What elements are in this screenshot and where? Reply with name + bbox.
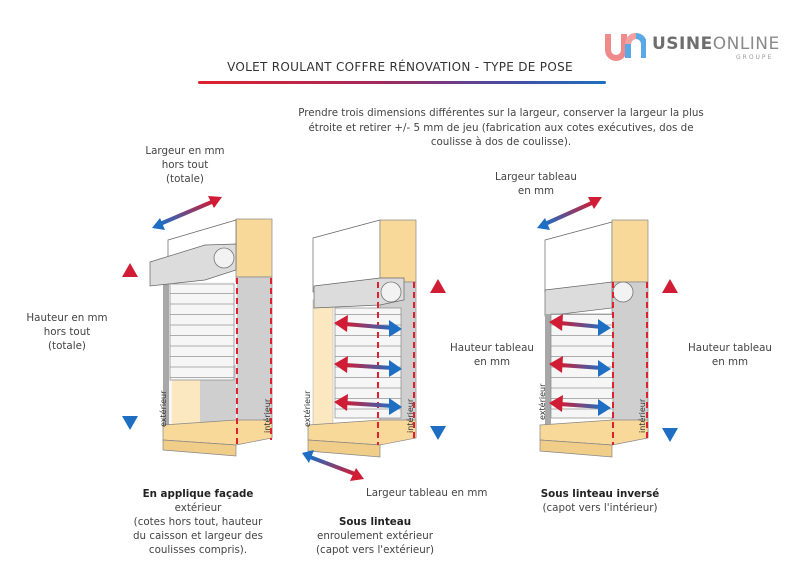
- sill-front: [162, 439, 237, 457]
- inner-width-arrows: [549, 314, 611, 416]
- caption-applique: En applique façade extérieur (cotes hors…: [118, 487, 278, 557]
- height-label-sous-linteau-inverse: Hauteur tableau en mm: [680, 341, 780, 369]
- diagram-sous-linteau-inverse: [537, 197, 678, 458]
- width-label-applique: Largeur en mm hors tout (totale): [130, 144, 240, 186]
- caption-sous-linteau: Sous linteau enroulement extérieur (capo…: [300, 515, 450, 557]
- label-line: en mm: [711, 356, 749, 368]
- diagram-sous-linteau: [302, 219, 446, 481]
- height-arrow: [662, 279, 678, 442]
- label-line: Largeur tableau en mm: [366, 487, 488, 499]
- label-line: Largeur tableau: [495, 171, 577, 183]
- brand-logo: USINEONLINE GROUPE: [604, 30, 784, 70]
- side-wall: [312, 299, 334, 429]
- width-arrow: [152, 196, 222, 230]
- label-line: hors tout: [43, 326, 91, 338]
- inner-width-arrows: [334, 315, 402, 415]
- lintel-wall: [235, 218, 273, 278]
- brand-name-bold: USINE: [652, 34, 713, 54]
- reveal: [611, 281, 649, 438]
- label-line: (totale): [166, 173, 204, 185]
- label-line: Hauteur tableau: [450, 342, 534, 354]
- guide-rail: [545, 314, 551, 426]
- brand-sub: GROUPE: [736, 54, 774, 61]
- measurement-note: Prendre trois dimensions différentes sur…: [298, 107, 704, 148]
- title-underline: [198, 81, 606, 84]
- brand-name-light: ONLINE: [712, 34, 780, 54]
- page-title: VOLET ROULANT COFFRE RÉNOVATION - TYPE D…: [227, 60, 573, 74]
- label-line: Largeur en mm: [145, 145, 225, 157]
- height-label-sous-linteau: Hauteur tableau en mm: [444, 341, 540, 369]
- caption-line: coulisses compris).: [148, 544, 248, 556]
- sill-front: [539, 439, 613, 458]
- label-line: hors tout: [161, 159, 209, 171]
- side-label-outer-3: extérieur: [537, 383, 547, 420]
- caption-line: extérieur: [174, 502, 222, 514]
- height-arrow: [122, 263, 138, 430]
- height-label-applique: Hauteur en mm hors tout (totale): [22, 311, 112, 353]
- side-label-inner-3: intérieur: [637, 398, 647, 433]
- uo-monogram-icon: [605, 33, 646, 61]
- caption-line: (cotes hors tout, hauteur: [133, 516, 263, 528]
- label-line: en mm: [473, 356, 511, 368]
- side-label-inner-1: intérieur: [262, 398, 272, 433]
- caption-title: Sous linteau: [338, 516, 412, 528]
- width-label-sous-linteau-inverse: Largeur tableau en mm: [486, 170, 586, 198]
- label-line: Hauteur en mm: [26, 312, 108, 324]
- guide-rail: [163, 282, 169, 430]
- caption-line: (capot vers l'extérieur): [316, 544, 434, 556]
- label-line: (totale): [48, 340, 86, 352]
- diagram-applique: [122, 196, 273, 457]
- label-line: en mm: [517, 185, 555, 197]
- width-arrow: [302, 450, 364, 481]
- side-label-inner-2: intérieur: [405, 398, 415, 433]
- brand-name: USINEONLINE: [652, 34, 780, 54]
- caption-title: Sous linteau inversé: [540, 488, 660, 500]
- caption-sous-linteau-inverse: Sous linteau inversé (capot vers l'intér…: [520, 487, 680, 515]
- width-arrow: [537, 197, 602, 230]
- wall-above: [544, 221, 613, 293]
- shutter-box: [313, 277, 405, 309]
- shutter-slats: [169, 283, 235, 381]
- roller-tube: [213, 247, 235, 269]
- width-label-sous-linteau: Largeur tableau en mm: [366, 486, 496, 500]
- side-label-outer-2: extérieur: [302, 390, 312, 427]
- caption-line: du caisson et largeur des: [132, 530, 263, 542]
- roller-tube: [612, 281, 634, 303]
- label-line: Hauteur tableau: [688, 342, 772, 354]
- height-arrow: [430, 279, 446, 440]
- sill-front: [307, 439, 381, 458]
- side-label-outer-1: extérieur: [158, 390, 168, 427]
- caption-line: (capot vers l'intérieur): [542, 502, 658, 514]
- lintel-wall: [611, 219, 649, 283]
- roller-tube: [380, 281, 402, 303]
- lintel-wall: [379, 219, 417, 283]
- caption-title: En applique façade: [142, 488, 254, 500]
- caption-line: enroulement extérieur: [317, 530, 433, 542]
